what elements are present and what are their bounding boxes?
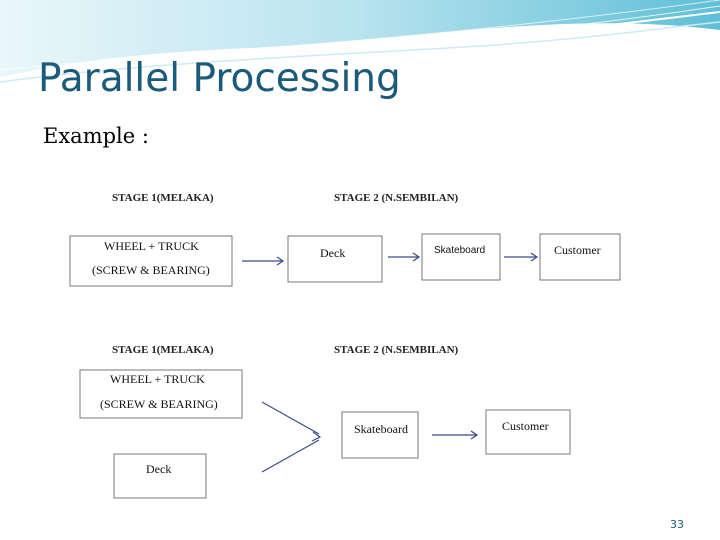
process-diagram: STAGE 1(MELAKA) STAGE 2 (N.SEMBILAN) WHE… — [69, 192, 621, 499]
top-box-skateboard — [421, 233, 501, 281]
bottom-box-wheel-truck-line1: WHEEL + TRUCK — [110, 372, 205, 386]
bottom-arrow-converge-head — [311, 431, 322, 442]
diagram-panel: STAGE 1(MELAKA) STAGE 2 (N.SEMBILAN) WHE… — [56, 158, 654, 524]
top-box-wheel-truck — [69, 235, 233, 287]
bottom-box-deck — [113, 453, 207, 499]
top-box-wheel-truck-line1: WHEEL + TRUCK — [104, 239, 199, 253]
top-box-deck-label: Deck — [320, 246, 345, 260]
bottom-box-wheel-truck-line2: (SCREW & BEARING) — [100, 397, 218, 411]
top-box-customer — [539, 233, 621, 281]
bottom-box-customer — [485, 409, 571, 455]
bottom-stage2-header: STAGE 2 (N.SEMBILAN) — [334, 344, 459, 356]
header-banner — [0, 0, 720, 83]
page-number: 33 — [670, 518, 684, 531]
slide-subtitle: Example : — [43, 124, 149, 148]
top-arrow-1-head — [276, 256, 285, 266]
top-box-wheel-truck-line2: (SCREW & BEARING) — [92, 263, 210, 277]
slide-title: Parallel Processing — [38, 56, 401, 101]
bottom-arrow-lower — [261, 439, 320, 473]
bottom-box-deck-label: Deck — [146, 462, 171, 476]
top-box-skateboard-label: Skateboard — [434, 245, 485, 256]
bottom-arrow-upper — [261, 401, 320, 435]
top-stage1-header: STAGE 1(MELAKA) — [112, 192, 214, 204]
bottom-box-skateboard-label: Skateboard — [354, 422, 408, 436]
top-box-deck — [287, 235, 383, 283]
top-stage2-header: STAGE 2 (N.SEMBILAN) — [334, 192, 459, 204]
top-box-customer-label: Customer — [554, 243, 601, 257]
top-arrow-2-head — [412, 252, 421, 262]
bottom-box-customer-label: Customer — [502, 419, 549, 433]
top-arrow-3-head — [530, 252, 539, 262]
bottom-box-skateboard — [341, 411, 419, 459]
bottom-stage1-header: STAGE 1(MELAKA) — [112, 344, 214, 356]
bottom-arrow-2-head — [470, 430, 479, 440]
bottom-box-wheel-truck — [79, 369, 243, 419]
